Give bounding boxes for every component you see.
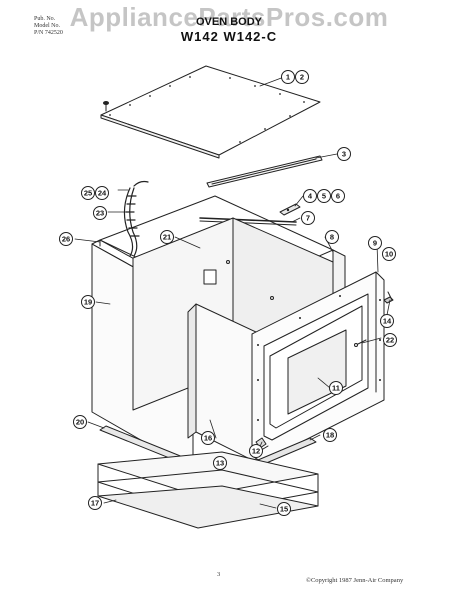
diagram-title: OVEN BODY xyxy=(195,16,262,28)
callout-16: 16 xyxy=(201,431,215,445)
callout-number: 13 xyxy=(216,459,224,468)
front-inner-panel xyxy=(187,303,257,463)
header-line-part-number: P/N 742520 xyxy=(34,30,63,36)
callout-number: 7 xyxy=(306,214,310,223)
callout-number: 25 xyxy=(84,189,92,198)
callout-7: 7 xyxy=(301,211,315,225)
callout-10: 10 xyxy=(382,247,396,261)
callout-circle xyxy=(73,415,87,429)
header-line-model: Model No. xyxy=(34,23,60,29)
callout-number: 10 xyxy=(385,250,393,259)
header-line-pub: Pub. No. xyxy=(34,16,56,22)
callout-number: 9 xyxy=(373,239,377,248)
callout-circle xyxy=(329,381,343,395)
callout-circle xyxy=(277,502,291,516)
callout-18: 18 xyxy=(323,428,337,442)
callout-4: 4 xyxy=(303,189,317,203)
callout-circle xyxy=(81,295,95,309)
hinge-screw xyxy=(383,291,394,304)
callout-circle xyxy=(323,428,337,442)
callout-26: 26 xyxy=(59,232,73,246)
callout-circle xyxy=(317,189,331,203)
callout-9: 9 xyxy=(368,236,382,250)
callout-13: 13 xyxy=(213,456,227,470)
support-rod xyxy=(199,217,297,226)
bottom-panel xyxy=(97,451,319,529)
wire-harness xyxy=(123,180,149,257)
callout-number: 8 xyxy=(330,233,334,242)
callout-circle xyxy=(281,70,295,84)
callout-number: 14 xyxy=(383,317,392,326)
callout-22: 22 xyxy=(383,333,397,347)
side-screw xyxy=(354,339,367,347)
callout-number: 19 xyxy=(84,298,92,307)
page-number: 3 xyxy=(217,571,221,578)
callout-circle xyxy=(331,189,345,203)
callout-circle xyxy=(325,230,339,244)
callout-number: 23 xyxy=(96,209,104,218)
copyright-notice: ©Copyright 1987 Jenn-Air Company xyxy=(306,577,404,584)
callout-circle xyxy=(59,232,73,246)
callout-14: 14 xyxy=(380,314,394,328)
callout-number: 12 xyxy=(252,447,260,456)
callout-23: 23 xyxy=(93,206,107,220)
callout-8: 8 xyxy=(325,230,339,244)
callout-number: 17 xyxy=(91,499,99,508)
callout-number: 6 xyxy=(336,192,340,201)
top-panel xyxy=(100,65,321,159)
rear-rail xyxy=(206,155,323,188)
callout-circle xyxy=(301,211,315,225)
callout-circle xyxy=(201,431,215,445)
callout-number: 18 xyxy=(326,431,334,440)
callout-24: 24 xyxy=(95,186,109,200)
callout-number: 1 xyxy=(286,73,290,82)
callout-circle xyxy=(213,456,227,470)
callout-11: 11 xyxy=(329,381,343,395)
top-screw xyxy=(103,101,109,112)
callout-number: 5 xyxy=(322,192,326,201)
model-numbers: W142 W142-C xyxy=(180,29,278,44)
callout-17: 17 xyxy=(88,496,102,510)
callout-3: 3 xyxy=(337,147,351,161)
callout-circle xyxy=(81,186,95,200)
callout-15: 15 xyxy=(277,502,291,516)
callout-number: 16 xyxy=(204,434,212,443)
callout-circle xyxy=(95,186,109,200)
callout-circle xyxy=(368,236,382,250)
callout-6: 6 xyxy=(331,189,345,203)
watermark-text: AppliancePartsPros.com xyxy=(69,2,389,32)
callout-circle xyxy=(382,247,396,261)
callout-circle xyxy=(380,314,394,328)
small-bracket xyxy=(279,203,301,216)
callout-circle xyxy=(249,444,263,458)
callout-number: 22 xyxy=(386,336,394,345)
callout-number: 3 xyxy=(342,150,346,159)
callout-circle xyxy=(88,496,102,510)
callout-1: 1 xyxy=(281,70,295,84)
callout-25: 25 xyxy=(81,186,95,200)
callout-number: 15 xyxy=(280,505,288,514)
callout-number: 20 xyxy=(76,418,84,427)
callout-number: 21 xyxy=(163,233,171,242)
callout-number: 4 xyxy=(308,192,313,201)
callout-19: 19 xyxy=(81,295,95,309)
callout-circle xyxy=(160,230,174,244)
callout-2: 2 xyxy=(295,70,309,84)
callout-circle xyxy=(337,147,351,161)
callout-21: 21 xyxy=(160,230,174,244)
callout-number: 24 xyxy=(98,189,107,198)
callout-circle xyxy=(383,333,397,347)
callout-number: 11 xyxy=(332,384,340,393)
callout-12: 12 xyxy=(249,444,263,458)
callout-20: 20 xyxy=(73,415,87,429)
callout-number: 26 xyxy=(62,235,70,244)
callout-circle xyxy=(93,206,107,220)
callout-5: 5 xyxy=(317,189,331,203)
callout-circle xyxy=(303,189,317,203)
callout-number: 2 xyxy=(300,73,304,82)
callout-circle xyxy=(295,70,309,84)
